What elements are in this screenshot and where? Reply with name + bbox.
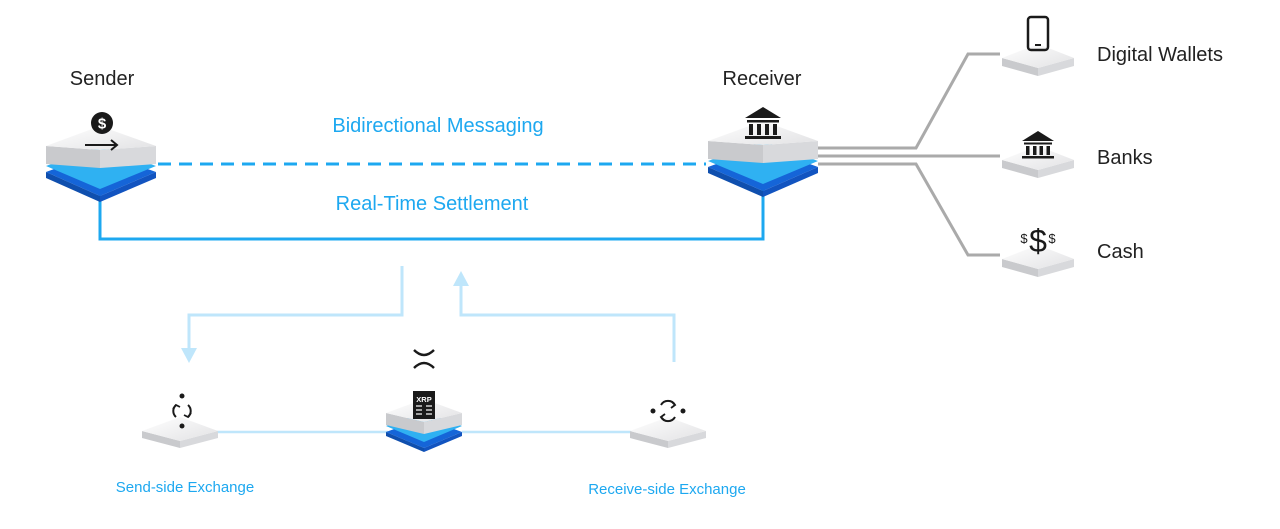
destination-digital-wallets [1002,15,1074,76]
send-side-exchange-label: Send-side Exchange [116,479,254,496]
connectors [98,52,1000,434]
exchange-cycle-icon [650,399,686,423]
xrp-node: XRP [386,349,462,452]
real-time-settlement-line [98,190,765,241]
destination-label-digital-wallets: Digital Wallets [1097,44,1223,66]
send-side-exchange-node [142,393,218,448]
destination-label-banks: Banks [1097,147,1153,169]
connector-digital-wallets [818,52,1000,150]
bidirectional-messaging-label: Bidirectional Messaging [332,115,543,137]
svg-text:$: $ [1020,231,1028,246]
svg-text:$: $ [1048,231,1056,246]
receive-side-arrowhead [453,271,469,286]
receiver-node [708,107,818,197]
receive-side-flow-line [459,284,676,362]
dollar-icon: $ $ $ [1020,223,1056,259]
connector-cash [818,162,1000,257]
destination-label-cash: Cash [1097,241,1144,263]
bank-icon [1022,131,1054,159]
bank-icon [745,107,781,139]
xrp-document-icon: XRP [413,391,435,419]
exchange-cycle-icon [172,393,192,429]
phone-icon [1026,15,1050,52]
receiver-label: Receiver [723,68,802,90]
sender-label: Sender [70,68,135,90]
xrp-badge-label: XRP [416,395,431,404]
send-money-icon: $ [85,112,119,151]
svg-text:$: $ [1029,223,1047,259]
destination-banks [1002,131,1074,178]
svg-text:$: $ [98,116,107,133]
receive-side-exchange-label: Receive-side Exchange [588,481,746,498]
send-side-arrowhead [181,348,197,363]
send-side-flow-line [187,266,404,350]
sender-node: $ [46,112,156,202]
real-time-settlement-label: Real-Time Settlement [336,193,529,215]
xrp-logo-icon [413,349,435,369]
destination-cash: $ $ $ [1002,223,1074,277]
receive-side-exchange-node [630,399,706,448]
